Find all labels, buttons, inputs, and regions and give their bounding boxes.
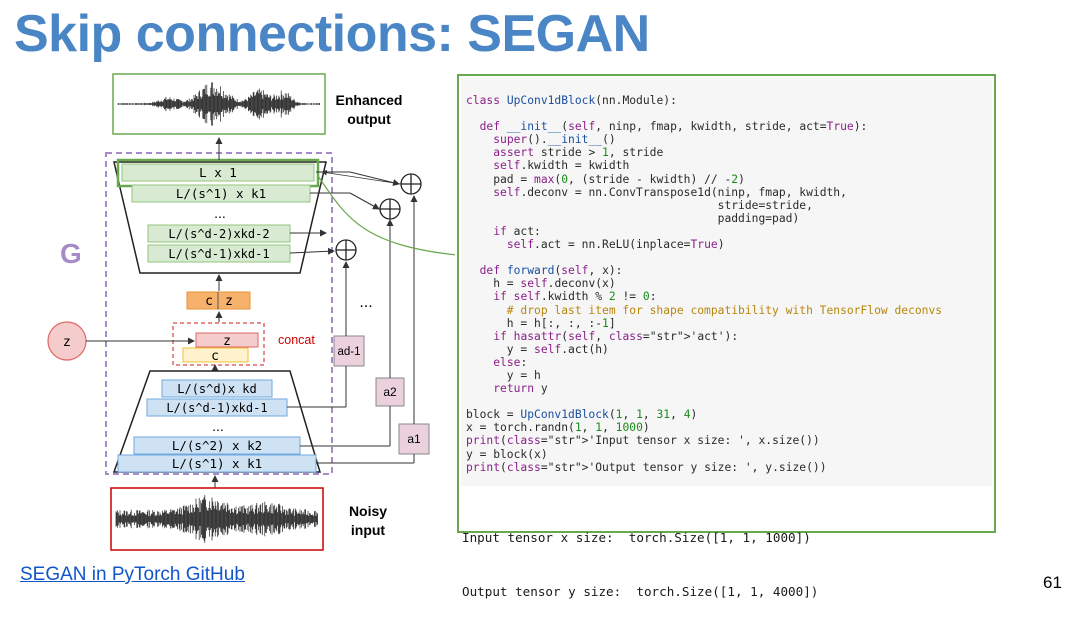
code-line: assert stride > 1, stride: [493, 146, 664, 160]
slide-title: Skip connections: SEGAN: [14, 5, 650, 63]
code-line: else:: [493, 355, 528, 369]
code-block: class UpConv1dBlock(nn.Module): def __in…: [466, 94, 942, 474]
add-node-1: [400, 173, 422, 195]
encoder-layer-1-label: L/(s^d)x kd: [177, 382, 256, 396]
decoder-layer-4-label: L/(s^d-1)xkd-1: [168, 247, 269, 261]
code-line: y = self.act(h): [466, 342, 609, 356]
code-line: self.act = nn.ReLU(inplace=True): [506, 238, 725, 252]
segan-github-link[interactable]: SEGAN in PyTorch GitHub: [20, 564, 245, 585]
code-line: class UpConv1dBlock(nn.Module):: [466, 94, 677, 107]
code-line: pad = max(0, (stride - kwidth) // -2): [466, 172, 745, 186]
decoder-layer-2-label: L/(s^1) x k1: [176, 186, 266, 201]
code-line: y = block(x): [466, 447, 548, 461]
z-node-label: z: [64, 333, 71, 349]
page-number: 61: [1043, 573, 1062, 592]
code-panel: class UpConv1dBlock(nn.Module): def __in…: [457, 74, 996, 599]
noisy-label-line1: Noisy: [349, 503, 387, 519]
skip-a1-label: a1: [407, 432, 421, 446]
code-line: return y: [493, 382, 548, 396]
encoder-layer-1: [161, 379, 273, 398]
code-line: # drop last item for shape compatibility…: [466, 303, 943, 317]
add-node-2: [379, 198, 401, 220]
cz-block-c: c: [205, 294, 213, 309]
skip-a2-label: a2: [383, 385, 397, 399]
skip-a2-box: [375, 377, 405, 407]
encoder-layer-2-label: L/(s^d-1)xkd-1: [166, 401, 267, 415]
decoder-ellipsis: ...: [214, 205, 226, 221]
concat-z-block: [195, 332, 259, 348]
code-line: padding=pad): [717, 211, 800, 225]
decoder-layer-4: [147, 244, 291, 263]
concat-c-block: [182, 347, 249, 363]
enhanced-label-line1: Enhanced: [336, 92, 403, 108]
decoder-layer-1-label: L x 1: [199, 165, 237, 180]
code-line: print(class="str">'Output tensor y size:…: [466, 460, 827, 474]
code-line: print(class="str">'Input tensor x size: …: [466, 434, 820, 448]
skip-ad1-box: [333, 335, 365, 367]
concat-c-label: c: [211, 349, 219, 364]
code-line: h = self.deconv(x): [466, 277, 616, 291]
output-block: Input tensor x size: torch.Size([1, 1, 1…: [462, 493, 818, 637]
code-area: class UpConv1dBlock(nn.Module): def __in…: [461, 78, 992, 486]
code-line: x = torch.randn(1, 1, 1000): [466, 421, 650, 435]
code-line: self.kwidth = kwidth: [493, 159, 630, 173]
decoder-layer-3-label: L/(s^d-2)xkd-2: [168, 227, 269, 241]
code-line: block = UpConv1dBlock(1, 1, 31, 4): [466, 408, 698, 422]
code-line: def forward(self, x):: [479, 264, 623, 278]
encoder-layer-3-label: L/(s^2) x k2: [172, 438, 262, 453]
encoder-ellipsis: ...: [212, 418, 224, 434]
code-line: stride=stride,: [717, 198, 813, 212]
enhanced-label-line2: output: [347, 111, 391, 127]
noisy-waveform: [115, 495, 318, 543]
code-line: if self.kwidth % 2 != 0:: [493, 290, 657, 304]
cz-block-z: z: [225, 294, 233, 309]
code-line: if act:: [493, 224, 541, 238]
encoder-layer-4-label: L/(s^1) x k1: [172, 456, 262, 471]
code-line: self.deconv = nn.ConvTranspose1d(ninp, f…: [493, 185, 847, 199]
segan-diagram: Enhanced output G L x 1 L/(s^1) x k1 ...…: [47, 73, 455, 551]
code-line: if hasattr(self, class="str">'act'):: [493, 329, 739, 343]
code-line: y = h: [506, 368, 541, 382]
output-line: Input tensor x size: torch.Size([1, 1, 1…: [462, 530, 811, 545]
concat-box: [172, 322, 265, 366]
concat-z-label: z: [223, 334, 231, 349]
add-node-3: [335, 239, 357, 261]
skip-dots: ...: [359, 294, 372, 311]
code-line: super().__init__(): [493, 133, 616, 147]
pointer-line: [317, 175, 455, 256]
decoder-layer-1: [121, 163, 315, 182]
concat-label: concat: [278, 333, 315, 347]
code-line: def __init__(self, ninp, fmap, kwidth, s…: [479, 120, 868, 134]
enhanced-waveform: [117, 82, 320, 126]
code-line: h = h[:, :, :-1]: [466, 316, 616, 330]
noisy-label-line2: input: [351, 522, 386, 538]
output-line: Output tensor y size: torch.Size([1, 1, …: [462, 584, 819, 599]
skip-ad1-label: ad-1: [337, 346, 360, 358]
generator-label: G: [60, 238, 82, 269]
